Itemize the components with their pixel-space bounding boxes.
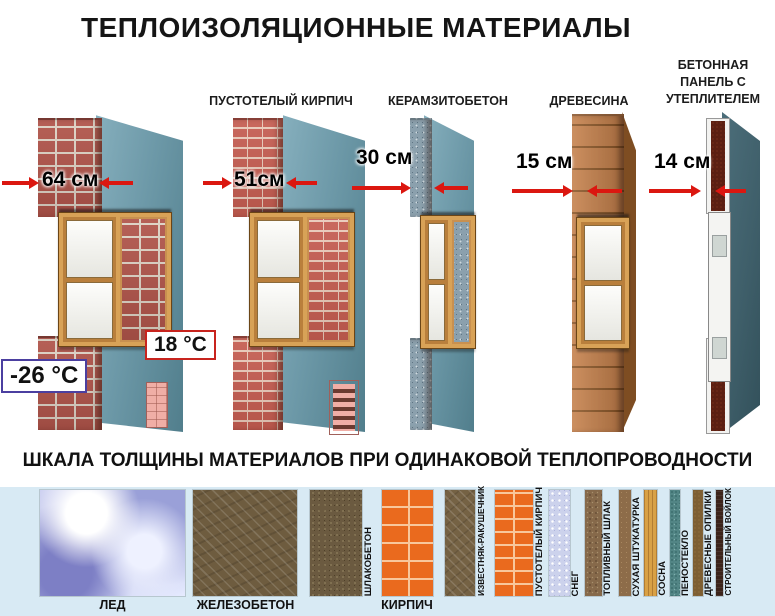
material-swatch-pine (644, 490, 657, 596)
material-swatch-limestone (445, 490, 475, 596)
window-reveal (451, 220, 471, 344)
wall-panel-hollow-brick (233, 112, 365, 435)
scale-section-title: ШКАЛА ТОЛЩИНЫ МАТЕРИАЛОВ ПРИ ОДИНАКОВОЙ … (22, 450, 753, 471)
material-swatch-ice (40, 490, 185, 596)
material-label: ШЛАКОБЕТОН (363, 526, 374, 596)
material-swatch-dry-plaster (619, 490, 631, 596)
material-swatch-foam-glass (670, 490, 680, 596)
wall-slab-bottom (233, 336, 283, 430)
window-pane (584, 225, 622, 281)
arrow-left-icon (99, 176, 133, 190)
panel-label-wood: ДРЕВЕСИНА (549, 94, 629, 108)
window-pane (428, 223, 445, 280)
material-label: СТРОИТЕЛЬНЫЙ ВОЙЛОК (724, 488, 733, 596)
material-label: СОСНА (657, 561, 668, 596)
material-swatch-reinforced-concrete (193, 490, 297, 596)
window-reveal (120, 217, 167, 342)
panel-label-concrete-panel: БЕТОННАЯ ПАНЕЛЬ С УТЕПЛИТЕЛЕМ (666, 58, 760, 106)
window (58, 212, 172, 347)
material-label: ИЗВЕСТНЯК-РАКУШЕЧНИК (477, 486, 486, 596)
material-label: ТОПЛИВНЫЙ ШЛАК (602, 501, 613, 596)
thickness-label-64: 64 см (42, 168, 99, 191)
material-swatch-hollow-brick (495, 490, 533, 596)
window-sash (425, 220, 448, 344)
wall-slab-top (410, 118, 432, 217)
window (576, 217, 630, 349)
wall-panel-concrete-insulated (700, 112, 762, 434)
material-swatch-snow (549, 490, 570, 596)
window-pane (257, 220, 300, 278)
wall-slab-top (38, 118, 102, 217)
window-pane (66, 281, 114, 339)
panel-label-hollow-brick: ПУСТОТЕЛЫЙ КИРПИЧ (209, 94, 353, 108)
outside-temperature-badge: -26 °C (1, 359, 88, 393)
material-swatch-sawdust (693, 490, 703, 596)
material-label: ПУСТОТЕЛЫЙ КИРПИЧ (534, 486, 545, 596)
wall-panel-wood (556, 112, 646, 432)
material-label: ДРЕВЕСНЫЕ ОПИЛКИ (703, 491, 714, 596)
window-pane (428, 284, 445, 341)
material-swatch-slag-concrete (310, 490, 362, 596)
hollow-brick-sample (329, 380, 359, 435)
arrow-right-icon (2, 176, 39, 190)
window-sash (581, 222, 625, 344)
material-label: СУХАЯ ШТУКАТУРКА (631, 496, 642, 596)
inside-temperature-badge: 18 °C (145, 330, 216, 360)
wall-slab-top (233, 118, 283, 217)
material-label: СНЕГ (570, 570, 581, 596)
material-label: ЛЕД (99, 598, 126, 612)
wall-slab-bottom (410, 338, 432, 430)
panel-label-claycrete: КЕРАМЗИТОБЕТОН (388, 94, 508, 108)
arrow-right-icon (352, 181, 411, 195)
window-pane (584, 285, 622, 341)
arrow-left-icon (587, 184, 622, 198)
brick-sample (146, 382, 168, 428)
thickness-label-51: 51см (234, 168, 285, 191)
material-label: ЖЕЛЕЗОБЕТОН (196, 598, 295, 612)
window-pane (712, 337, 727, 359)
arrow-left-icon (434, 181, 468, 195)
arrow-left-icon (715, 184, 746, 198)
thickness-label-30: 30 см (356, 146, 413, 169)
material-swatch-brick (382, 490, 433, 596)
thickness-label-14: 14 см (654, 150, 711, 173)
window-pane (257, 281, 300, 339)
material-swatch-fuel-slag (585, 490, 602, 596)
thickness-scale-strip: ЛЕД ЖЕЛЕЗОБЕТОН ШЛАКОБЕТОН КИРПИЧ ИЗВЕСТ… (0, 486, 775, 616)
arrow-right-icon (649, 184, 701, 198)
material-label: ПЕНОСТЕКЛО (680, 529, 691, 596)
window-reveal (306, 217, 350, 342)
arrow-right-icon (203, 176, 232, 190)
material-label: КИРПИЧ (381, 598, 433, 612)
wall-panel-claycrete (408, 112, 476, 432)
window (420, 215, 476, 349)
material-swatch-felt (716, 490, 723, 596)
window-pane (66, 220, 114, 278)
page-title: ТЕПЛОИЗОЛЯЦИОННЫЕ МАТЕРИАЛЫ (81, 12, 631, 43)
arrow-right-icon (512, 184, 573, 198)
thickness-label-15: 15 см (516, 150, 573, 173)
window (249, 212, 355, 347)
window-sash (63, 217, 117, 342)
window-sash (254, 217, 303, 342)
arrow-left-icon (286, 176, 317, 190)
window (708, 212, 731, 382)
window-pane (712, 235, 727, 257)
